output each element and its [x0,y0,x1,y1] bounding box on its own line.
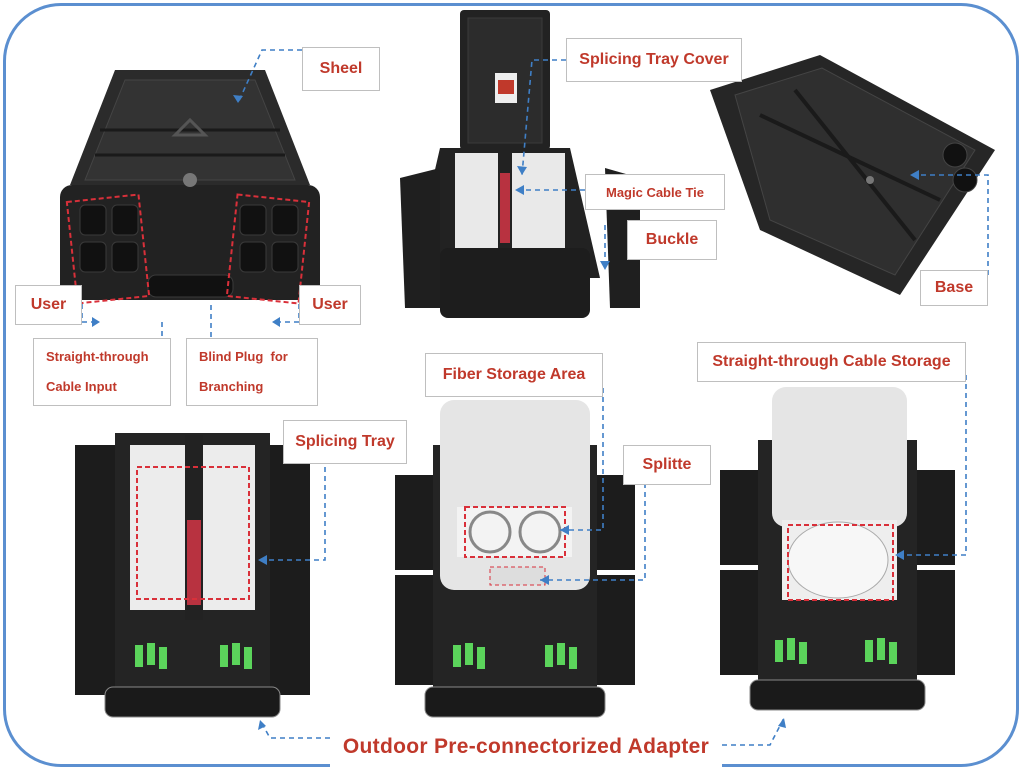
label-straight-through-line1: Straight-through [46,349,149,364]
label-straight-through-input: Straight-through Cable Input [33,338,171,406]
label-outdoor-adapter: Outdoor Pre-connectorized Adapter [330,724,722,770]
label-blind-plug-line2: Branching [199,379,264,394]
label-magic-cable-tie: Magic Cable Tie [585,174,725,210]
label-sheel: Sheel [302,47,380,91]
label-splicing-tray: Splicing Tray [283,420,407,464]
fiber-storage-photo [395,395,635,725]
closed-closure-photo [40,60,340,325]
label-user-left: User [15,285,82,325]
cable-storage-photo [720,385,955,715]
label-blind-plug-line1: Blind Plug for [199,349,288,364]
label-fiber-storage-area: Fiber Storage Area [425,353,603,397]
label-splitte: Splitte [623,445,711,485]
label-base: Base [920,270,988,306]
label-buckle: Buckle [627,220,717,260]
base-photo [700,40,1000,305]
label-user-right: User [299,285,361,325]
label-straight-through-line2: Cable Input [46,379,117,394]
label-straight-through-cable-storage: Straight-through Cable Storage [697,342,966,382]
splicing-tray-photo [75,425,310,725]
label-splicing-tray-cover: Splicing Tray Cover [566,38,742,82]
label-blind-plug: Blind Plug for Branching [186,338,318,406]
